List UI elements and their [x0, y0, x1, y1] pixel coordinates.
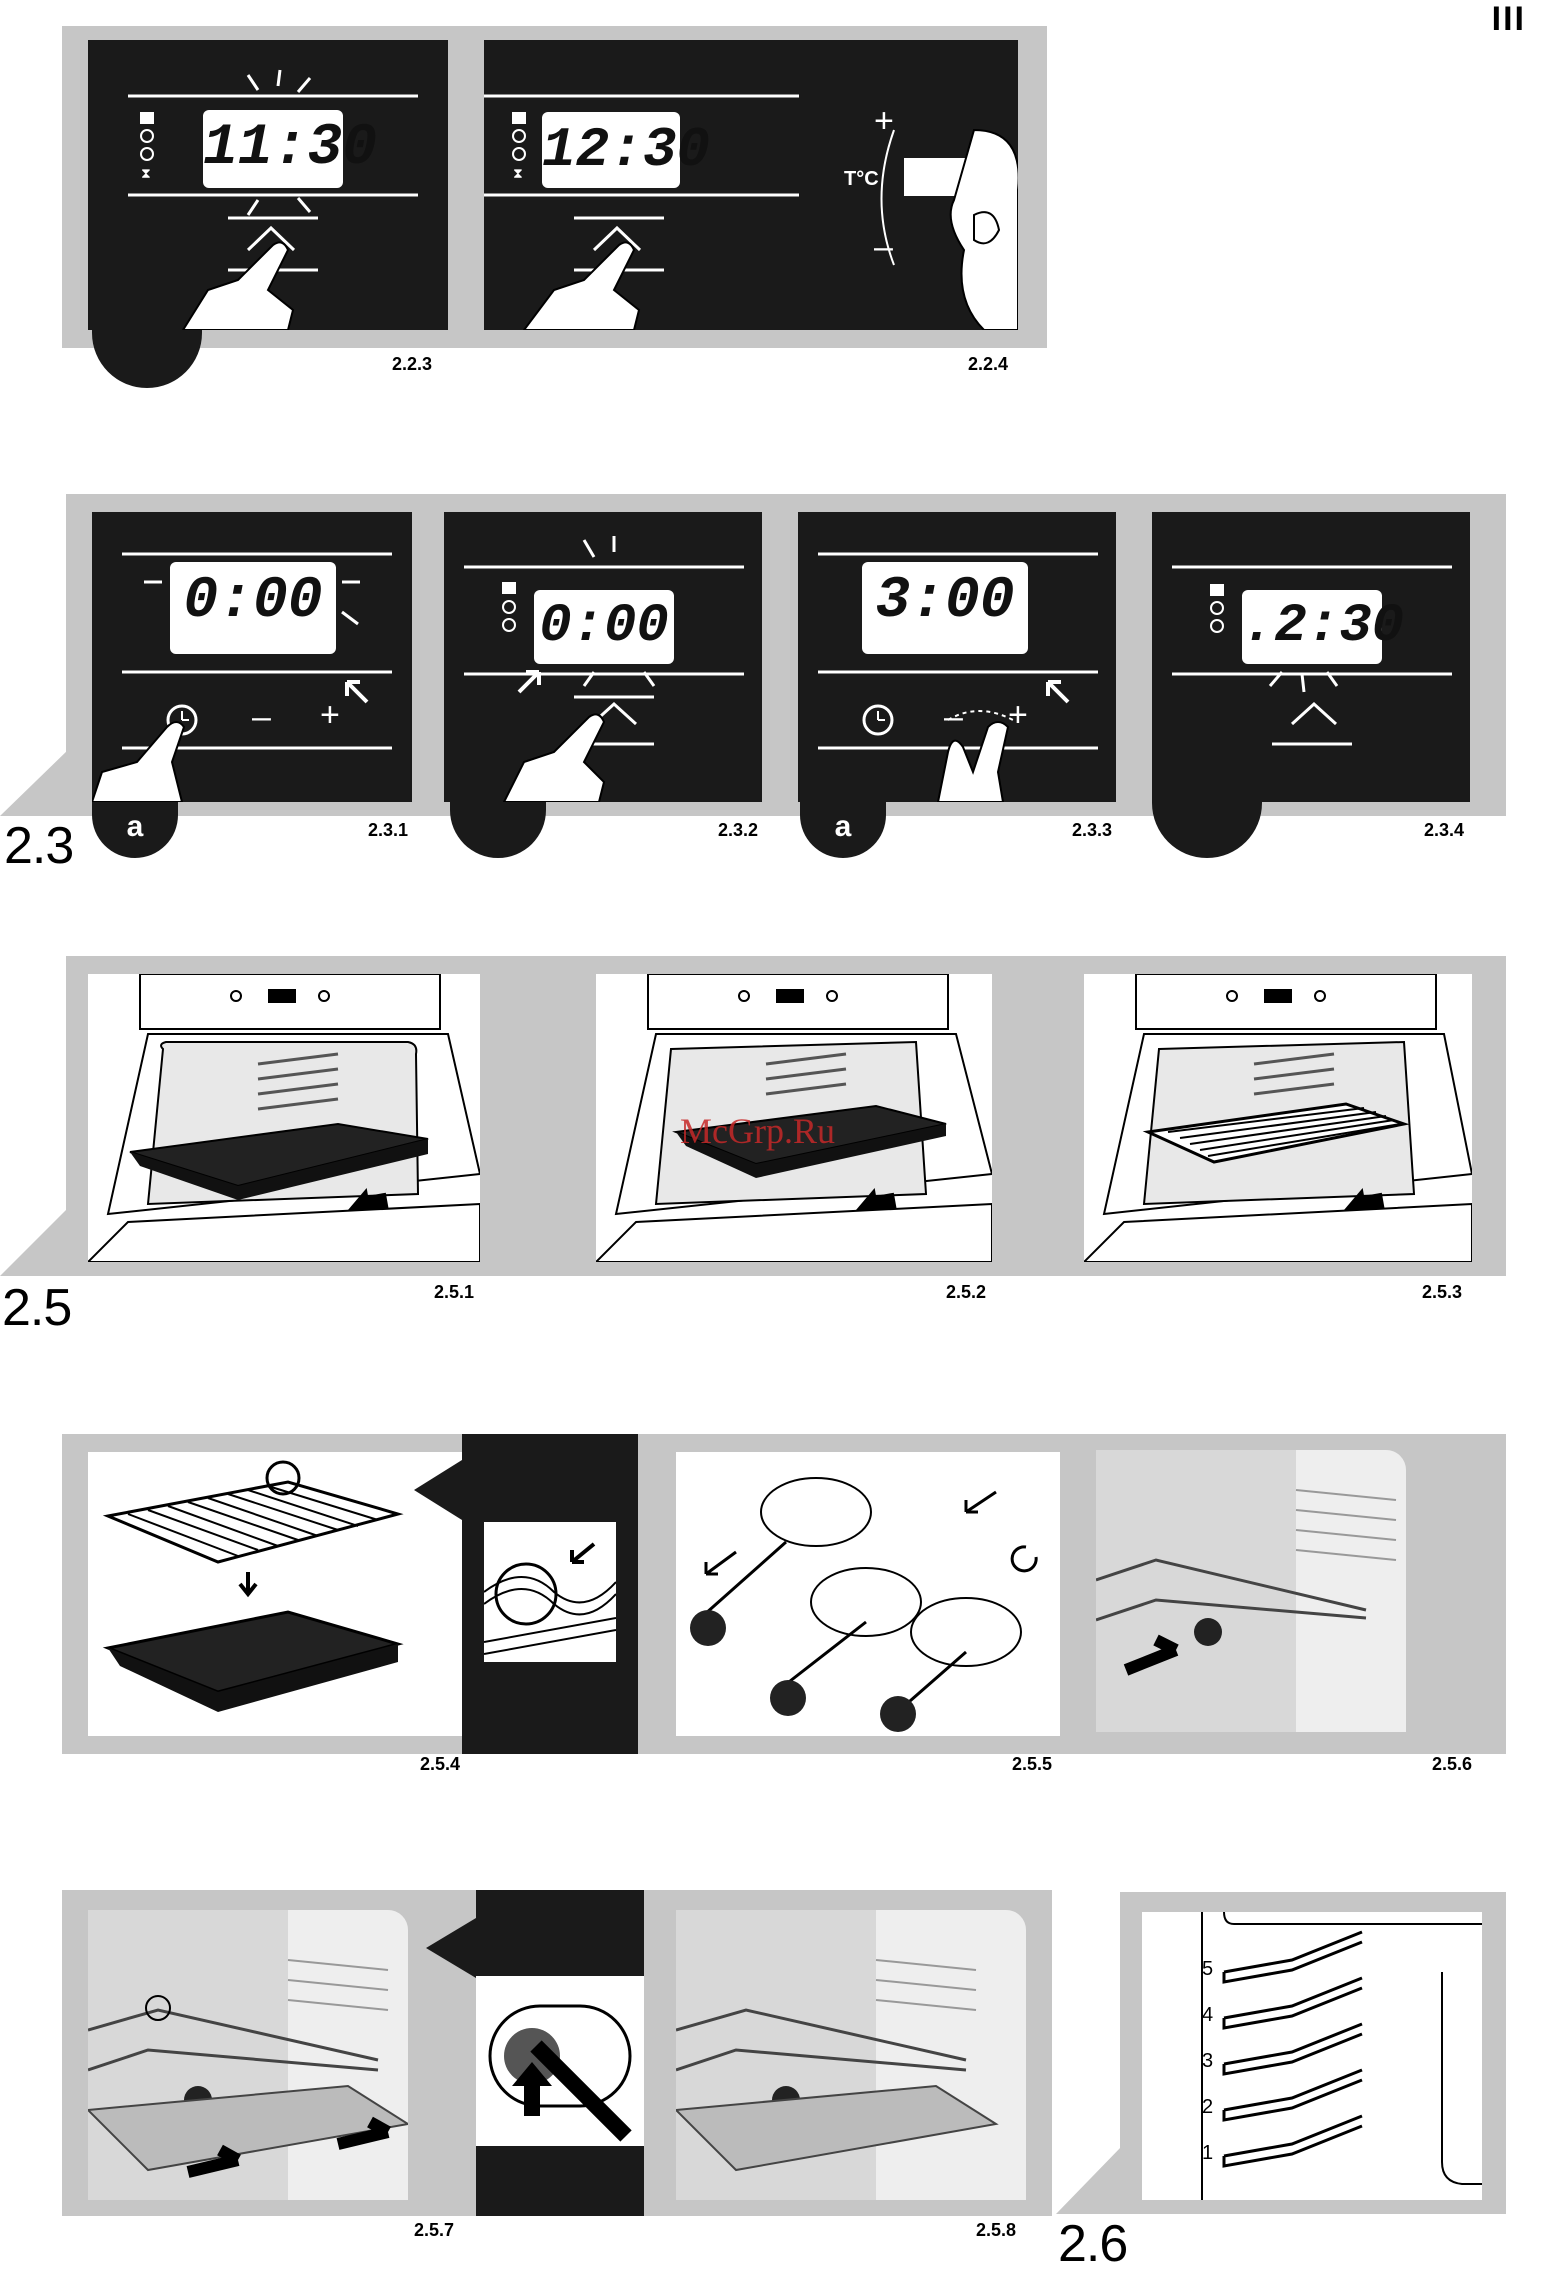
shelf-rail-1	[1224, 2116, 1362, 2166]
lcd-2-3-3-time: 3:00	[862, 562, 1028, 654]
wedge-2-5	[0, 1206, 70, 1276]
wedge-2-3-fill	[70, 748, 90, 816]
rotisserie-tray-locked-illustration	[676, 1910, 1026, 2200]
detail-pointer-2	[426, 1918, 476, 1978]
minus-sign: –	[874, 228, 893, 267]
minus-button-2-3-3: –	[944, 698, 963, 737]
temperature-label: T°C	[844, 168, 879, 191]
wedge-2-3	[0, 748, 70, 816]
lcd-2-3-3: 3:00	[862, 562, 1028, 654]
shelf-rail-2	[1224, 2070, 1362, 2120]
rotisserie-chickens-illustration	[676, 1452, 1060, 1736]
rotisserie-in-oven-illustration	[1096, 1450, 1406, 1732]
page-marker: III	[1492, 0, 1526, 39]
caption-2-3-1: 2.3.1	[368, 820, 408, 841]
caption-2-2-4: 2.2.4	[968, 354, 1008, 375]
svg-text:⧗: ⧗	[513, 165, 523, 181]
shelf-level-4: 4	[1202, 2004, 1213, 2027]
plus-button-2-3-1: +	[320, 696, 340, 735]
shelf-level-3: 3	[1202, 2050, 1213, 2073]
section-2-6: 2.6	[1058, 2214, 1127, 2274]
shelf-level-2: 2	[1202, 2096, 1213, 2119]
rotisserie-tray-illustration	[88, 1910, 408, 2200]
lcd-2-2-4-time: 12:30	[542, 112, 680, 188]
oven-tray-illustration-1	[88, 974, 480, 1262]
caption-2-5-6: 2.5.6	[1432, 1754, 1472, 1775]
tab-2-2-3	[92, 330, 202, 388]
lcd-2-3-1: 0:00	[170, 562, 336, 654]
caption-2-5-3: 2.5.3	[1422, 1282, 1462, 1303]
caption-2-5-4: 2.5.4	[420, 1754, 460, 1775]
panel-2-5-4	[88, 1452, 462, 1736]
rack-and-tray-illustration	[88, 1452, 462, 1736]
caption-2-3-3: 2.3.3	[1072, 820, 1112, 841]
panel-2-5-1	[88, 974, 480, 1262]
illustration-2-3-3	[798, 512, 1116, 802]
caption-2-3-2: 2.3.2	[718, 820, 758, 841]
lcd-2-3-4-time: .2:30	[1242, 590, 1382, 664]
caption-2-2-3: 2.2.3	[392, 354, 432, 375]
tab-2-3-4	[1152, 802, 1262, 858]
watermark: McGrp.Ru	[680, 1110, 835, 1152]
panel-2-5-3	[1084, 974, 1472, 1262]
lcd-2-3-1-time: 0:00	[170, 562, 336, 654]
lcd-2-2-3-time: 11:30	[203, 110, 343, 188]
lcd-2-3-2-time: 0:00	[534, 590, 674, 664]
panel-2-3-1: – + 0:00	[92, 512, 412, 802]
panel-2-5-5	[676, 1452, 1060, 1736]
svg-text:⧗: ⧗	[141, 165, 151, 181]
detail-pointer	[414, 1460, 462, 1520]
lcd-2-2-4: 12:30	[542, 112, 680, 188]
plus-button-2-3-3: +	[1008, 696, 1028, 735]
panel-2-5-7-detail	[476, 1890, 644, 2216]
illustration-2-3-1	[92, 512, 412, 802]
caption-2-5-8: 2.5.8	[976, 2220, 1016, 2241]
panel-2-5-6	[1096, 1450, 1406, 1732]
section-2-3: 2.3	[4, 816, 73, 876]
tab-a-2-3-3: a	[800, 802, 886, 858]
shelf-rail-3	[1224, 2024, 1362, 2074]
panel-2-3-2: 0:00	[444, 512, 762, 802]
caption-2-5-1: 2.5.1	[434, 1282, 474, 1303]
shelf-rail-5	[1224, 1932, 1362, 1982]
caption-2-3-4: 2.3.4	[1424, 820, 1464, 841]
shelf-level-1: 1	[1202, 2142, 1213, 2165]
plus-sign: +	[874, 102, 894, 141]
panel-2-2-4: ⧗ + – T°C 12:30	[484, 40, 1018, 330]
panel-2-6: 5 4 3 2 1	[1142, 1912, 1482, 2200]
panel-2-2-3: ⧗ 11:30	[88, 40, 448, 330]
shelf-level-5: 5	[1202, 1958, 1213, 1981]
minus-button-2-3-1: –	[252, 698, 271, 737]
lcd-2-3-2: 0:00	[534, 590, 674, 664]
lcd-2-3-4: .2:30	[1242, 590, 1382, 664]
tab-a-2-3-1: a	[92, 802, 178, 858]
section-2-5: 2.5	[2, 1278, 71, 1338]
shelf-levels-illustration	[1142, 1912, 1482, 2200]
caption-2-5-7: 2.5.7	[414, 2220, 454, 2241]
panel-2-5-4-detail	[462, 1434, 638, 1754]
panel-2-3-3: – + 3:00	[798, 512, 1116, 802]
wedge-2-6	[1056, 2146, 1122, 2214]
detail-magnifier	[484, 1522, 616, 1662]
oven-rack-illustration	[1084, 974, 1472, 1262]
spit-lock-detail	[476, 1976, 644, 2146]
panel-2-5-8	[676, 1910, 1026, 2200]
caption-2-5-5: 2.5.5	[1012, 1754, 1052, 1775]
caption-2-5-2: 2.5.2	[946, 1282, 986, 1303]
tab-2-3-2	[450, 802, 546, 858]
lcd-2-2-3: 11:30	[203, 110, 343, 188]
shelf-rail-4	[1224, 1978, 1362, 2028]
panel-2-3-4: .2:30	[1152, 512, 1470, 802]
panel-2-5-7	[88, 1910, 408, 2200]
